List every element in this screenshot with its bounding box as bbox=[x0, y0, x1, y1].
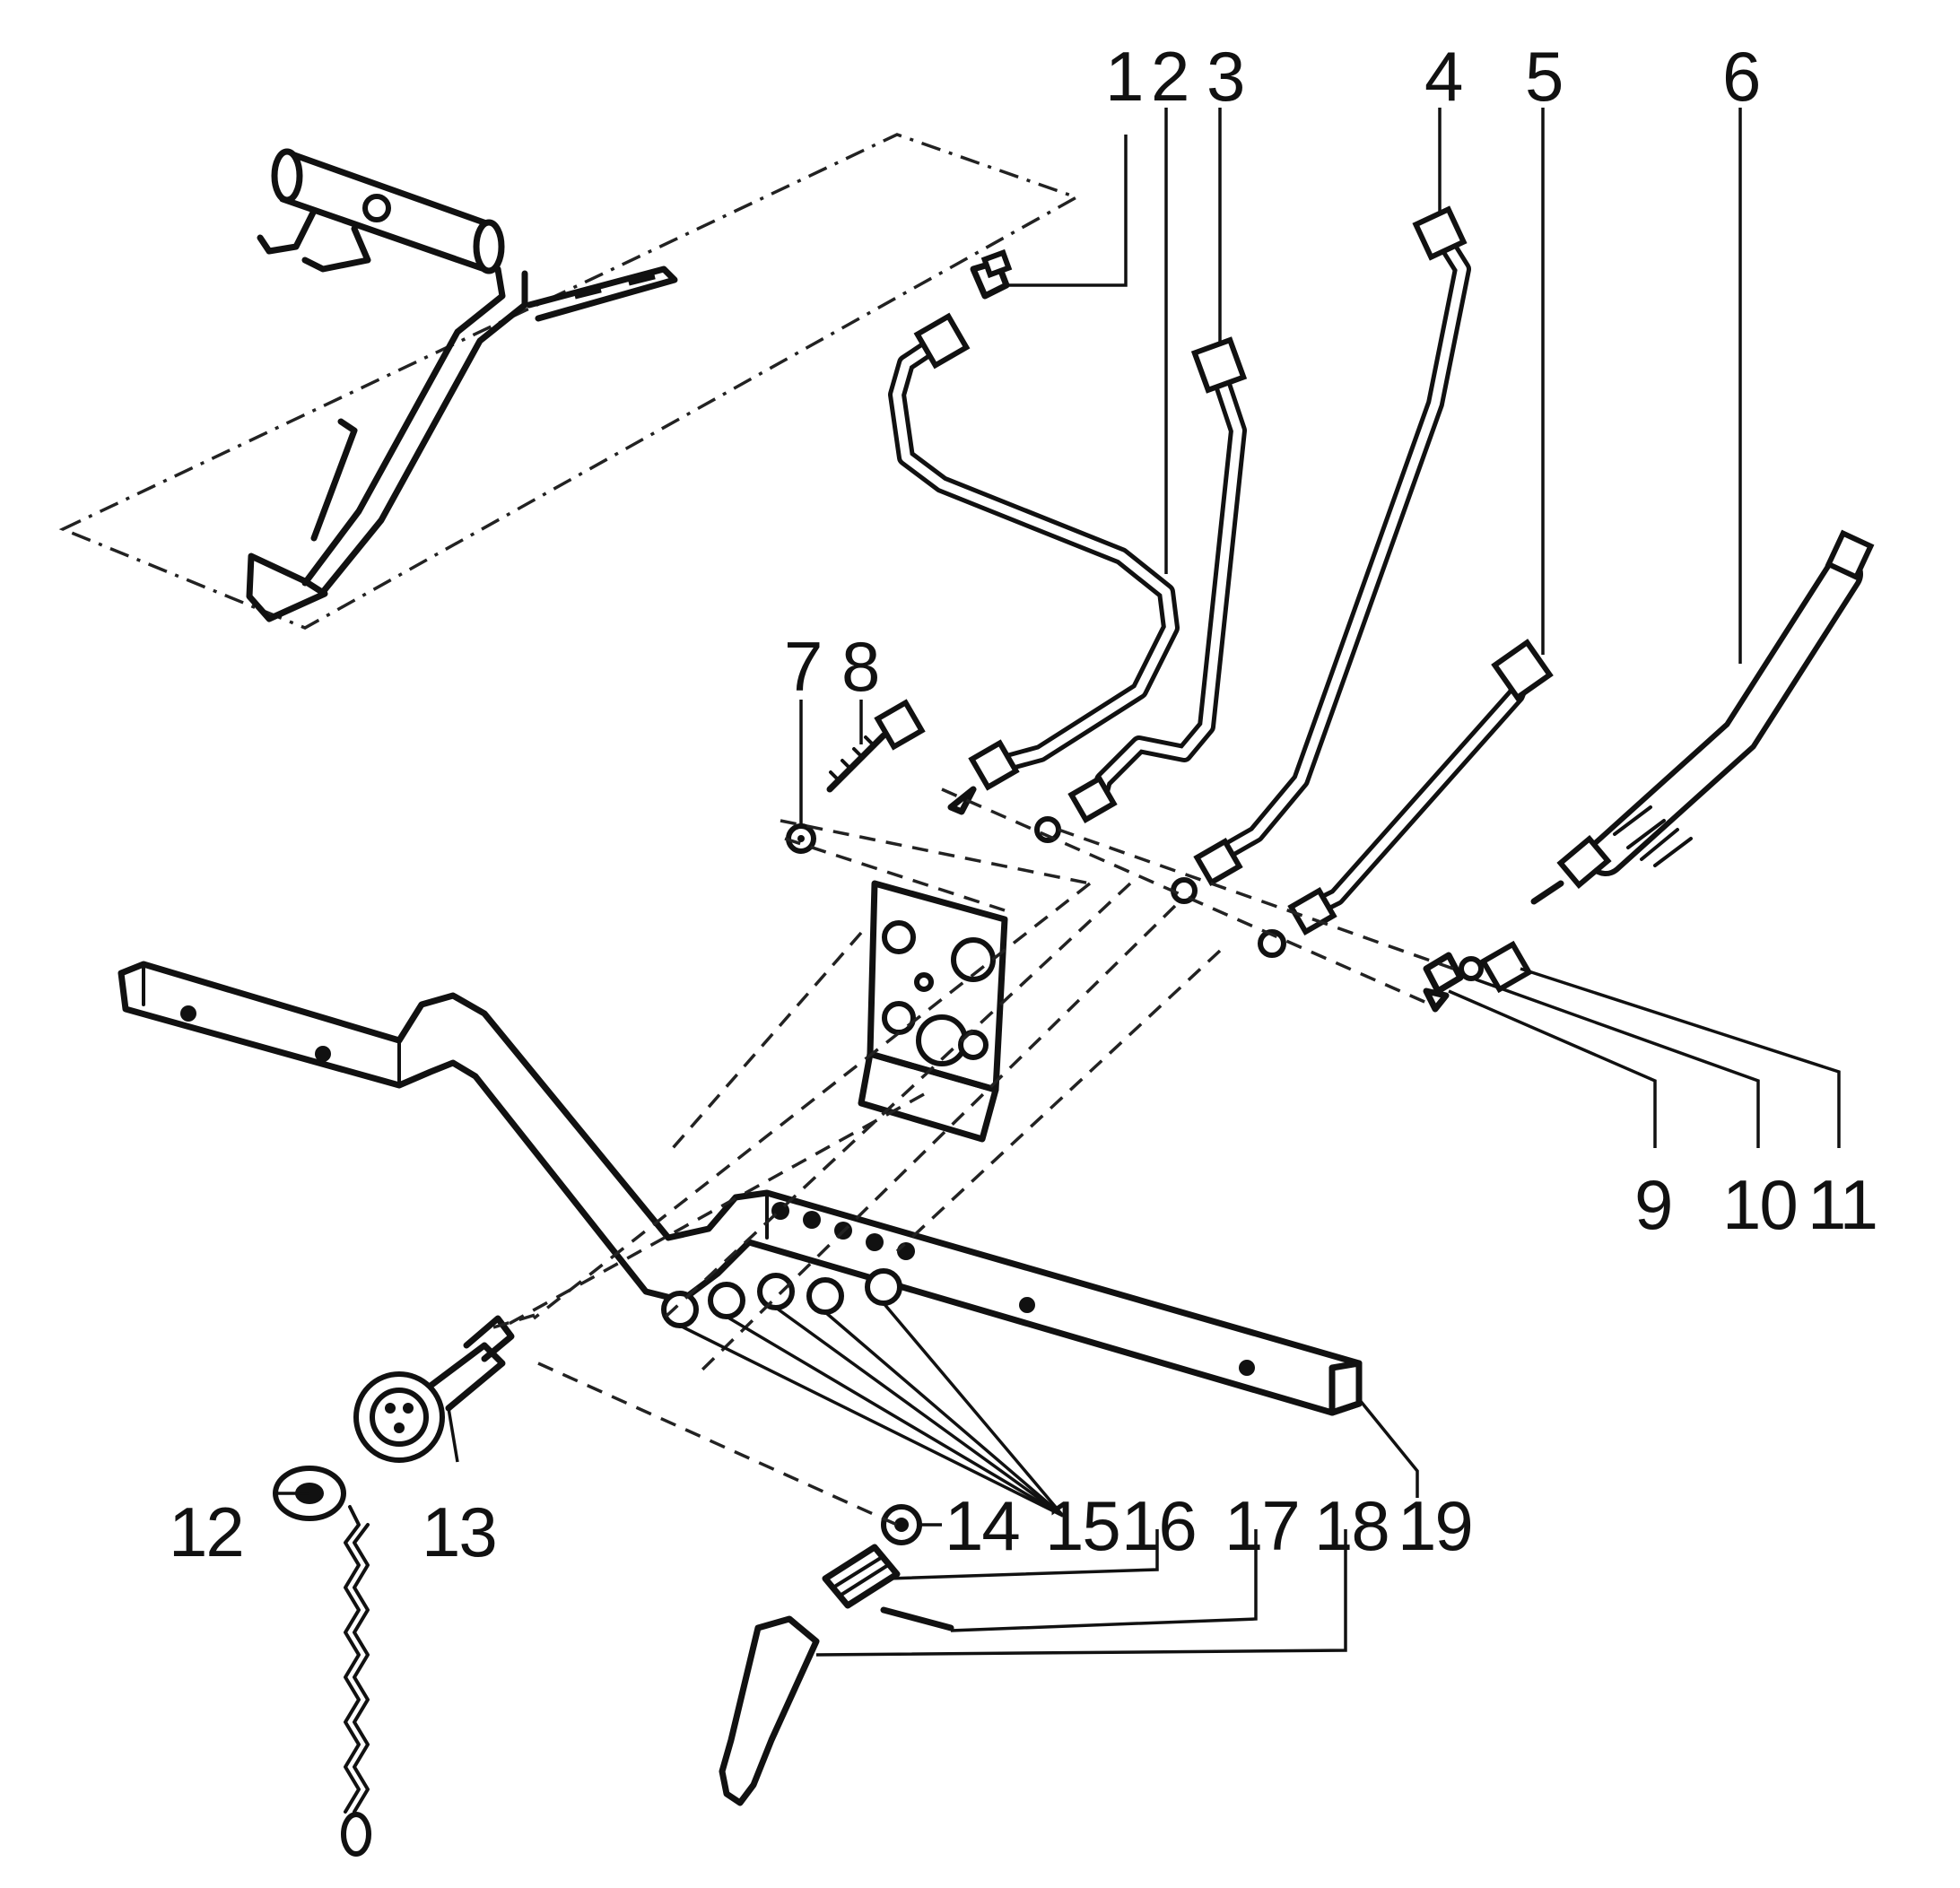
callout-13: 13 bbox=[422, 1492, 496, 1571]
part-6-hose bbox=[1530, 529, 1875, 905]
part-10-ring bbox=[1459, 956, 1484, 981]
callout-labels: 1 2 3 4 5 6 7 8 9 10 11 12 13 14 15 16 1… bbox=[169, 37, 1878, 1571]
callout-12: 12 bbox=[169, 1492, 243, 1571]
part-2-pipe bbox=[888, 312, 1180, 815]
part-12-cap-with-chain bbox=[273, 1466, 371, 1857]
callout-17: 17 bbox=[1224, 1486, 1299, 1565]
part-5-pipe bbox=[1258, 639, 1554, 958]
callout-1: 1 bbox=[1105, 37, 1142, 116]
part-11-nut bbox=[1479, 940, 1533, 994]
part-7-washer bbox=[786, 823, 816, 854]
callout-6: 6 bbox=[1722, 37, 1759, 116]
part-18-grip bbox=[719, 1615, 820, 1806]
callout-4: 4 bbox=[1424, 37, 1462, 116]
part-9-nipple bbox=[1423, 952, 1464, 1013]
part-8-bolt bbox=[826, 699, 926, 793]
callout-19: 19 bbox=[1398, 1486, 1472, 1565]
part-16-sleeve bbox=[822, 1544, 901, 1609]
leader-lines bbox=[274, 108, 1841, 1657]
part-14-nut bbox=[881, 1504, 922, 1545]
callout-5: 5 bbox=[1525, 37, 1562, 116]
explosion-lines bbox=[492, 787, 1454, 1527]
callout-3: 3 bbox=[1206, 37, 1243, 116]
callout-2: 2 bbox=[1151, 37, 1188, 116]
part-4-pipe bbox=[1171, 205, 1471, 904]
main-frame-bar bbox=[118, 961, 1363, 1416]
part-1-fitting bbox=[970, 248, 1013, 300]
callout-14: 14 bbox=[945, 1486, 1019, 1565]
part-3-pipe bbox=[1034, 336, 1248, 843]
callout-18: 18 bbox=[1314, 1486, 1389, 1565]
fittings-group bbox=[786, 699, 1533, 1013]
callout-11: 11 bbox=[1808, 1165, 1877, 1244]
mounting-plate bbox=[858, 880, 1008, 1143]
callout-9: 9 bbox=[1634, 1165, 1671, 1244]
part-13-connector bbox=[353, 1315, 515, 1463]
pipe-group bbox=[888, 205, 1875, 958]
callout-15: 15 bbox=[1045, 1486, 1119, 1565]
callout-7: 7 bbox=[784, 627, 821, 706]
part-17-pin bbox=[880, 1606, 954, 1631]
upper-left-bracket-assembly bbox=[58, 133, 1081, 630]
callout-16: 16 bbox=[1121, 1486, 1196, 1565]
callout-8: 8 bbox=[841, 627, 878, 706]
callout-10: 10 bbox=[1722, 1165, 1797, 1244]
